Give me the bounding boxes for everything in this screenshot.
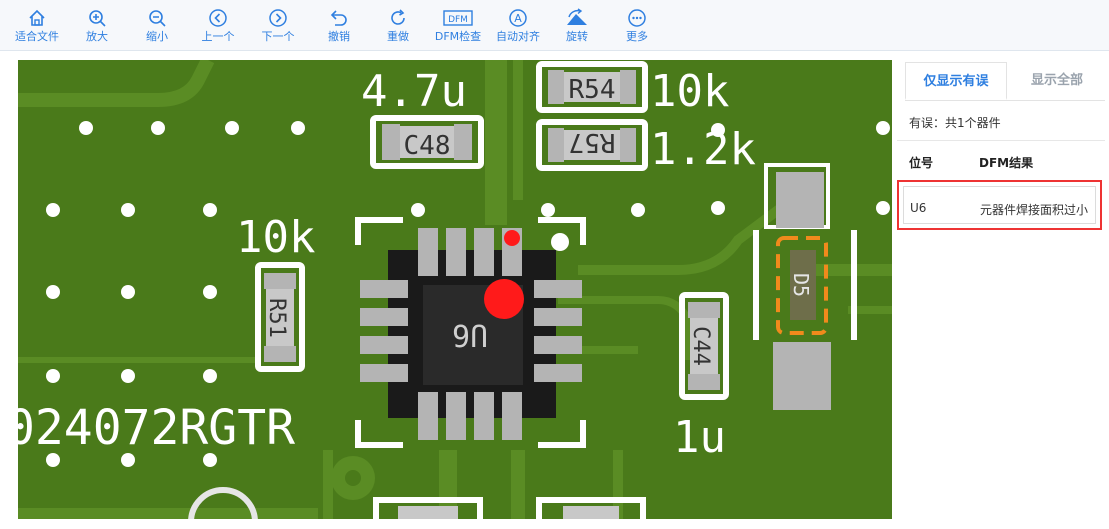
redo-button[interactable]: 重做 — [381, 8, 415, 48]
row-designator: U6 — [910, 201, 927, 215]
rotate-label: 旋转 — [566, 30, 588, 43]
chevron-left-circle-icon — [209, 9, 227, 27]
d5-refdes: D5 — [789, 273, 813, 297]
chevron-right-circle-icon — [269, 9, 287, 27]
r51-refdes: R51 — [264, 298, 289, 338]
zoom-out-button[interactable]: 缩小 — [140, 8, 174, 48]
row-dfm-result: 元器件焊接面积过小 — [980, 203, 1089, 217]
r51-component: R51 — [255, 262, 305, 372]
c48-refdes: C48 — [404, 131, 451, 161]
more-icon — [628, 9, 646, 27]
auto-align-label: 自动对齐 — [496, 30, 540, 43]
previous-label: 上一个 — [201, 30, 235, 43]
fit-document-button[interactable]: 适合文件 — [10, 8, 64, 48]
dfm-badge-icon: DFM — [443, 10, 473, 26]
rotate-icon — [567, 8, 587, 25]
column-header-designator: 位号 — [909, 156, 934, 170]
pcb-via-dots — [46, 121, 890, 467]
r54-component: R54 — [536, 61, 648, 113]
filter-tabs: 仅显示有误 显示全部 — [905, 62, 1105, 101]
toolbar: 适合文件 放大 缩小 上一个 下一个 撤销 重做 DFM DFM检查 A 自动对… — [0, 0, 1109, 51]
pcb-silkscreen-labels: 4.7u 10k 1.2k 10k 024072RGTR 1u — [18, 66, 756, 463]
r51-value-label: 10k — [236, 212, 315, 263]
dfm-check-label: DFM检查 — [434, 30, 482, 43]
redo-icon — [391, 9, 405, 25]
zoom-in-label: 放大 — [86, 30, 108, 43]
table-row-inner: U6 元器件焊接面积过小 — [903, 186, 1096, 224]
home-icon — [29, 9, 45, 26]
auto-align-button[interactable]: A 自动对齐 — [492, 8, 544, 48]
undo-label: 撤销 — [328, 30, 350, 43]
tab-errors-only[interactable]: 仅显示有误 — [905, 62, 1007, 100]
panel-divider — [897, 140, 1105, 141]
r54-value-label: 10k — [650, 66, 729, 117]
u6-refdes: U6 — [452, 317, 488, 352]
zoom-out-label: 缩小 — [146, 30, 168, 43]
ic-part-label: 024072RGTR — [18, 400, 295, 456]
r57-refdes: R57 — [569, 127, 616, 157]
rotate-button[interactable]: 旋转 — [560, 8, 594, 48]
zoom-in-icon — [89, 10, 106, 27]
bottom-partial-components — [373, 497, 646, 519]
u6-silkscreen-corners — [355, 217, 586, 448]
u6-component: U6 — [355, 217, 586, 448]
dfm-results-panel: 仅显示有误 显示全部 有误：共1个器件 位号 DFM结果 — [897, 60, 1109, 529]
pcb-canvas[interactable]: U6 C48 R54 R57 — [18, 60, 892, 519]
dfm-badge-text: DFM — [448, 15, 468, 25]
pcb-drawing: U6 C48 R54 R57 — [18, 60, 892, 519]
more-label: 更多 — [626, 30, 648, 43]
r54-refdes: R54 — [569, 75, 616, 105]
pcb-mount-ring — [188, 487, 258, 519]
undo-button[interactable]: 撤销 — [322, 8, 356, 48]
zoom-in-button[interactable]: 放大 — [80, 8, 114, 48]
c44-refdes: C44 — [688, 326, 713, 366]
more-button[interactable]: 更多 — [620, 8, 654, 48]
u6-pin1-marker — [504, 230, 520, 246]
auto-align-badge-text: A — [514, 12, 522, 25]
c48-component: C48 — [370, 115, 484, 169]
zoom-out-icon — [149, 10, 166, 27]
next-label: 下一个 — [261, 30, 295, 43]
c44-value-label: 1u — [673, 412, 726, 463]
pcb-via-hole — [345, 470, 361, 486]
column-header-dfm-result: DFM结果 — [979, 156, 1034, 170]
tab-show-all[interactable]: 显示全部 — [1030, 73, 1083, 88]
r57-component: R57 — [536, 119, 648, 171]
d5-component: D5 — [753, 163, 857, 410]
r57-value-label: 1.2k — [650, 124, 756, 175]
dfm-check-button[interactable]: DFM DFM检查 — [430, 8, 486, 48]
error-summary: 有误：共1个器件 — [909, 116, 1001, 130]
redo-label: 重做 — [387, 30, 409, 43]
previous-button[interactable]: 上一个 — [196, 8, 240, 48]
cap-value-label: 4.7u — [361, 66, 467, 117]
undo-icon — [330, 10, 347, 26]
next-button[interactable]: 下一个 — [256, 8, 300, 48]
table-row[interactable]: U6 元器件焊接面积过小 — [897, 180, 1102, 230]
auto-align-icon: A — [509, 9, 527, 27]
c44-component: C44 — [679, 292, 729, 400]
u6-error-marker — [484, 279, 524, 319]
fit-document-label: 适合文件 — [15, 30, 59, 43]
